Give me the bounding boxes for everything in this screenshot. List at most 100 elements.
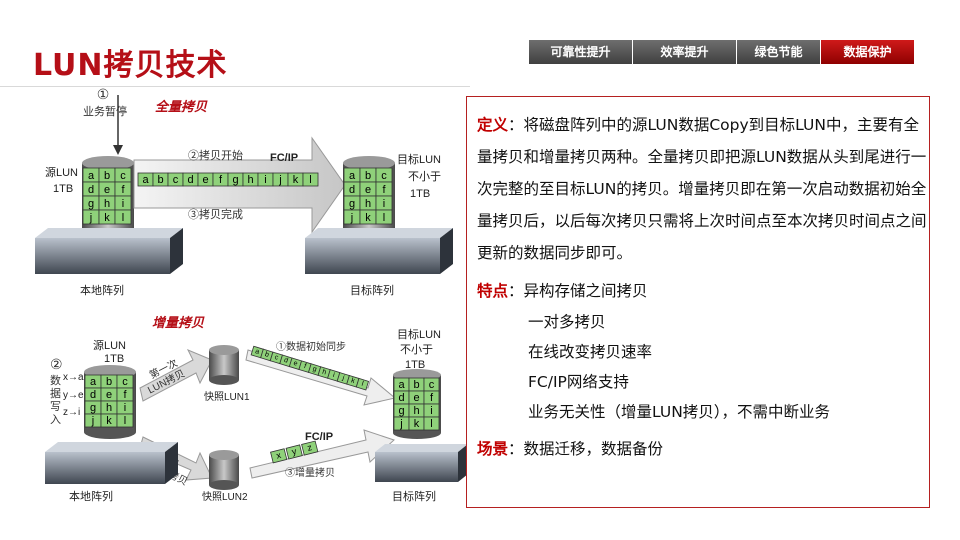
tab-efficiency[interactable]: 效率提升 — [633, 40, 737, 64]
init-sync-label: ①数据初始同步 — [276, 340, 346, 353]
svg-text:k: k — [414, 418, 420, 430]
data-block: f — [212, 172, 229, 187]
svg-text:l: l — [383, 212, 385, 224]
svg-text:c: c — [173, 174, 179, 186]
svg-text:d: d — [90, 389, 96, 401]
data-block: i — [423, 403, 440, 418]
data-block: i — [375, 195, 393, 211]
svg-text:f: f — [303, 363, 307, 370]
svg-text:c: c — [122, 376, 128, 388]
data-block: b — [408, 377, 425, 392]
svg-text:y: y — [291, 446, 298, 457]
svg-text:i: i — [383, 198, 385, 210]
full-protocol-label: FC/IP — [270, 152, 298, 164]
feature-item: FC/IP网络支持 — [528, 373, 629, 391]
data-block: c — [116, 374, 134, 389]
inc-local-array-label: 本地阵列 — [69, 489, 113, 503]
tgt-lun-label: 目标LUN — [397, 152, 441, 166]
svg-text:j: j — [89, 212, 92, 224]
feature-item: 在线改变拷贝速率 — [528, 343, 653, 361]
inc-local-array-rack — [45, 442, 178, 484]
data-block: l — [302, 172, 319, 187]
svg-text:h: h — [247, 174, 253, 186]
scene-keyword: 场景 — [477, 440, 509, 458]
inc-src-lun-label: 源LUN — [93, 338, 126, 352]
definition-paragraph: 定义：将磁盘阵列中的源LUN数据Copy到目标LUN中，主要有全量拷贝和增量拷贝… — [477, 109, 929, 269]
snapshot2-label: 快照LUN2 — [202, 491, 248, 503]
svg-text:a: a — [349, 170, 356, 182]
svg-text:e: e — [293, 360, 299, 368]
data-block: g — [393, 403, 410, 418]
svg-text:l: l — [124, 415, 126, 427]
scene-text: ：数据迁移，数据备份 — [508, 440, 664, 458]
data-block: f — [116, 387, 134, 402]
data-block: g — [308, 363, 322, 376]
inc-copy-heading: 增量拷贝 — [152, 315, 205, 330]
tab-data-protection[interactable]: 数据保护 — [821, 40, 914, 64]
svg-text:j: j — [91, 415, 94, 427]
data-block: b — [152, 172, 169, 187]
data-block: l — [355, 377, 370, 391]
svg-text:l: l — [361, 381, 365, 388]
svg-text:b: b — [365, 170, 371, 182]
data-block: d — [84, 387, 102, 402]
incremental-block: y — [285, 444, 303, 460]
svg-text:x: x — [275, 450, 282, 461]
data-block: j — [272, 172, 289, 187]
svg-text:j: j — [399, 418, 402, 430]
data-block: l — [114, 209, 132, 225]
svg-text:f: f — [219, 174, 223, 186]
svg-text:e: e — [365, 184, 371, 196]
src-lun-label: 源LUN — [45, 165, 78, 179]
svg-text:g: g — [349, 198, 355, 210]
data-block: d — [343, 181, 361, 197]
svg-text:h: h — [321, 369, 327, 377]
incremental-block: z — [301, 440, 319, 456]
svg-text:k: k — [104, 212, 110, 224]
features-first-text: ：异构存储之间拷贝 — [508, 282, 648, 300]
data-block: f — [114, 181, 132, 197]
data-block: c — [423, 377, 440, 392]
svg-text:d: d — [187, 174, 193, 186]
pause-arrow-head — [113, 145, 123, 155]
scene-paragraph: 场景：数据迁移，数据备份 — [477, 433, 929, 465]
svg-text:f: f — [382, 184, 386, 196]
svg-text:j: j — [341, 374, 346, 382]
inc-write-char-2: 据 — [50, 386, 61, 400]
svg-text:d: d — [88, 184, 94, 196]
feature-item: 业务无关性（增量LUN拷贝），不需中断业务 — [528, 403, 831, 421]
svg-text:l: l — [430, 418, 432, 430]
incremental-block: x — [270, 448, 288, 464]
write-x: x→a — [63, 372, 84, 383]
data-block: a — [82, 167, 100, 183]
svg-text:b: b — [104, 170, 110, 182]
features-first-line: 特点：异构存储之间拷贝 — [477, 275, 929, 307]
tgt-lun-size: 1TB — [410, 188, 430, 200]
tab-reliability[interactable]: 可靠性提升 — [529, 40, 633, 64]
svg-text:a: a — [142, 174, 149, 186]
inc-protocol-label: FC/IP — [305, 431, 333, 443]
data-block: h — [408, 403, 425, 418]
svg-text:a: a — [90, 376, 97, 388]
write-z: z→i — [63, 407, 80, 418]
data-block: b — [98, 167, 116, 183]
data-block: k — [287, 172, 304, 187]
svg-text:g: g — [90, 402, 96, 414]
data-block: g — [227, 172, 244, 187]
data-block: e — [359, 181, 377, 197]
data-block: l — [116, 413, 134, 428]
data-block: h — [100, 400, 118, 415]
tab-green-energy[interactable]: 绿色节能 — [737, 40, 821, 64]
step1-num: ① — [97, 86, 110, 102]
svg-text:k: k — [365, 212, 371, 224]
data-block: e — [100, 387, 118, 402]
data-block: h — [98, 195, 116, 211]
data-block: k — [98, 209, 116, 225]
svg-text:e: e — [202, 174, 208, 186]
svg-text:c: c — [429, 379, 435, 391]
